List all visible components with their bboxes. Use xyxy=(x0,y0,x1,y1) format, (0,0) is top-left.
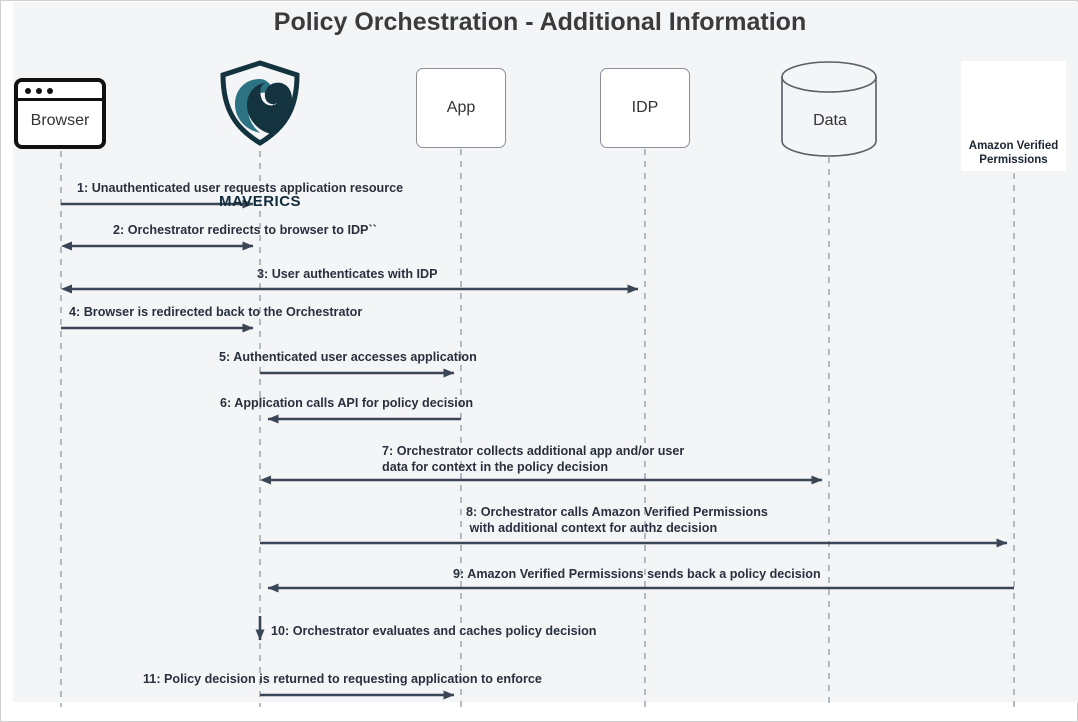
browser-titlebar xyxy=(18,82,102,101)
actor-label-app: App xyxy=(446,99,476,116)
actor-label-mavericks: MAVERICS xyxy=(218,193,302,210)
arrow-7-head-left xyxy=(260,475,271,485)
message-label-2: 2: Orchestrator redirects to browser to … xyxy=(113,223,377,237)
database-cylinder-icon xyxy=(781,61,877,157)
browser-dots-icon xyxy=(25,88,53,94)
lifelines xyxy=(60,149,1015,707)
message-label-9: 9: Amazon Verified Permissions sends bac… xyxy=(453,567,821,581)
message-label-5: 5: Authenticated user accesses applicati… xyxy=(219,350,477,364)
arrow-3-head-left xyxy=(61,284,72,294)
actor-idp: IDP xyxy=(600,68,690,148)
actor-label-avp: Amazon Verified Permissions xyxy=(968,140,1059,166)
message-label-1: 1: Unauthenticated user requests applica… xyxy=(77,181,404,195)
mavericks-shield-logo xyxy=(220,60,300,146)
actor-label-data: Data xyxy=(813,112,847,129)
actor-data: Data xyxy=(780,62,880,156)
actor-label-browser: Browser xyxy=(30,112,90,129)
message-label-3: 3: User authenticates with IDP xyxy=(257,267,438,281)
message-label-8: 8: Orchestrator calls Amazon Verified Pe… xyxy=(466,505,768,535)
actor-app: App xyxy=(416,68,506,148)
actor-mavericks: MAVERICS xyxy=(217,61,303,210)
message-label-4: 4: Browser is redirected back to the Orc… xyxy=(69,305,363,319)
message-label-10: 10: Orchestrator evaluates and caches po… xyxy=(271,624,597,638)
actor-avp: Amazon Verified Permissions xyxy=(961,61,1066,171)
arrow-2-head-left xyxy=(61,241,72,251)
actor-label-idp: IDP xyxy=(631,99,659,116)
message-label-7: 7: Orchestrator collects additional app … xyxy=(382,444,685,474)
diagram-canvas xyxy=(13,2,1078,702)
page-title: Policy Orchestration - Additional Inform… xyxy=(273,8,807,36)
browser-window-icon: Browser xyxy=(14,78,106,149)
message-arrows xyxy=(61,199,1014,700)
message-label-6: 6: Application calls API for policy deci… xyxy=(220,396,474,410)
message-label-11: 11: Policy decision is returned to reque… xyxy=(143,672,542,686)
